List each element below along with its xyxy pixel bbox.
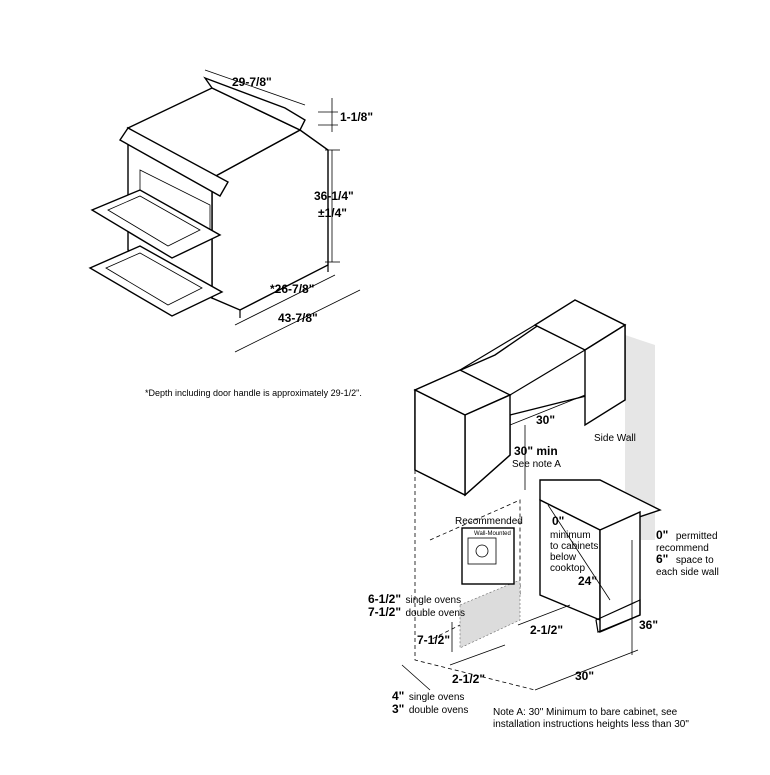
each-side-text: each side wall [656, 567, 719, 578]
bottom-single-text: single ovens [409, 692, 465, 703]
bottom-double-text: double ovens [409, 705, 469, 716]
install-labels: 30" 30" min See note A Side Wall Recomme… [368, 413, 719, 730]
open-depth-label: 43-7/8" [278, 311, 318, 325]
bottom-offset-dim [401, 664, 431, 691]
permitted-text: permitted [676, 531, 718, 542]
depth-footnote: *Depth including door handle is approxim… [145, 388, 362, 398]
width-label: 29-7/8" [232, 75, 272, 89]
width-dim-line [204, 69, 306, 106]
cabinet-width-label: 30" [536, 413, 555, 427]
outlet-2half-dim [449, 644, 506, 666]
top-label: 1-1/8" [340, 110, 373, 124]
counter-36-label: 36" [639, 618, 658, 632]
height-label: 36-1/4" [314, 189, 354, 203]
lower-oven-window [105, 252, 203, 306]
install-dimensions [401, 394, 639, 691]
single-ovens-line: 6-1/2" single ovens [368, 590, 461, 607]
installation-illustration [413, 299, 662, 691]
width-30-label: 30" [575, 669, 594, 683]
space-value: 6" [656, 552, 668, 566]
permitted-value: 0" [656, 528, 668, 542]
double-ovens-line: 7-1/2" double ovens [368, 603, 465, 620]
range-backguard [203, 76, 306, 131]
range-side-install [599, 510, 641, 634]
range-dimension-labels: 29-7/8" 1-1/8" 36-1/4" ±1/4" *26-7/8" 43… [145, 75, 373, 398]
wall-mounted-label: Wall-Mounted [474, 531, 511, 537]
recommended-label: Recommended [455, 516, 523, 527]
outlet-icon [475, 544, 489, 558]
wall-outline-inner [429, 499, 521, 641]
note-a-line-1: Note A: 30" Minimum to bare cabinet, see [493, 707, 678, 718]
single-ovens-text: single ovens [406, 595, 462, 606]
permitted-line: 0" permitted [656, 526, 718, 543]
wall-outline-left [414, 470, 536, 691]
upper-oven-door [90, 189, 222, 259]
min-height-label: 30" min [514, 444, 558, 458]
upper-oven-window [107, 195, 201, 247]
bottom-single-value: 4" [392, 689, 404, 703]
width-30-dim [534, 649, 639, 691]
note-a-line-2: installation instructions heights less t… [493, 719, 689, 730]
bottom-double-line: 3" double ovens [392, 700, 468, 717]
side-wall-label: Side Wall [594, 433, 636, 444]
open-depth-dim-line [234, 289, 361, 353]
outlet-2half-label: 2-1/2" [452, 672, 485, 686]
left-cabinet-front [414, 388, 466, 497]
minimum-line-4: cooktop [550, 563, 585, 574]
wall-mounted-box [461, 527, 515, 585]
zero-clearance-label: 0" [552, 514, 564, 528]
recommend-text: recommend [656, 543, 709, 554]
side-2half-dim [517, 604, 571, 626]
minimum-line-1: minimum [550, 530, 591, 541]
range-dimensions [204, 69, 361, 353]
see-note-label: See note A [512, 459, 561, 470]
double-ovens-text: double ovens [406, 608, 466, 619]
outlet-zone [459, 579, 521, 649]
cabinet-width-dim [509, 394, 586, 426]
side-wall-panel [625, 335, 655, 540]
space-line: 6" space to [656, 550, 714, 567]
bottom-single-line: 4" single ovens [392, 687, 464, 704]
space-text: space to [676, 555, 714, 566]
side-2half-label: 2-1/2" [530, 623, 563, 637]
outlet-7half-label: 7-1/2" [417, 633, 450, 647]
range-illustration [88, 76, 329, 318]
range-control-panel [118, 127, 229, 197]
outlet-symbol [467, 537, 497, 565]
depth-dim-line [234, 274, 336, 326]
double-ovens-value: 7-1/2" [368, 605, 401, 619]
lower-oven-door [88, 245, 224, 317]
bottom-double-value: 3" [392, 702, 404, 716]
right-cabinet-front [584, 323, 626, 427]
height-tolerance-label: ±1/4" [318, 206, 347, 220]
depth-24-dim [547, 504, 611, 601]
single-ovens-value: 6-1/2" [368, 592, 401, 606]
range-kickplate [595, 599, 641, 633]
minimum-line-3: below [550, 552, 577, 563]
depth-label: *26-7/8" [270, 282, 314, 296]
minimum-line-2: to cabinets [550, 541, 598, 552]
depth-24-label: 24" [578, 574, 597, 588]
